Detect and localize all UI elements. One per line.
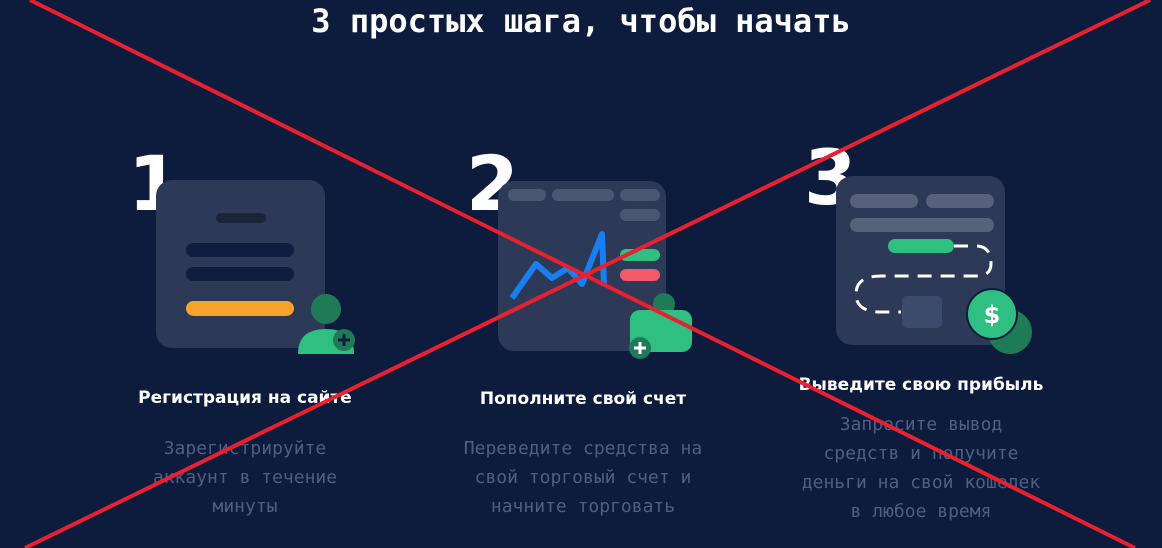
svg-text:$: $ [984,301,1001,329]
step-title: Выведите свою прибыль [798,375,1044,395]
step-title: Регистрация на сайте [138,388,352,408]
dollar-coin-icon: $ [966,288,1032,354]
page-title: 3 простых шага, чтобы начать [311,2,851,40]
step-title: Пополните свой счет [479,389,687,409]
wallet-add-icon [629,293,692,359]
add-user-icon [298,294,355,354]
